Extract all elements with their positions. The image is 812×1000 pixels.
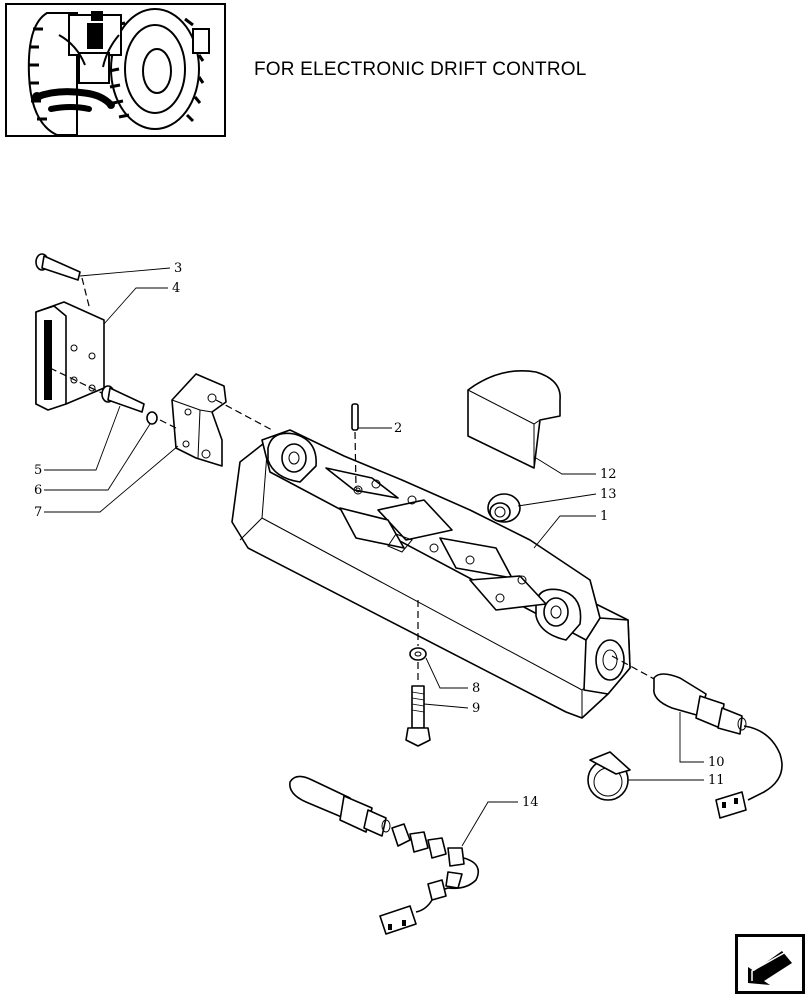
protective-cap (467, 370, 561, 469)
tractor-rear-thumbnail-icon (27, 8, 210, 135)
sensor-harness (289, 775, 480, 935)
callout-8: 8 (472, 681, 480, 696)
callout-6: 6 (34, 483, 42, 498)
callout-10: 10 (708, 755, 725, 770)
lower-washer (409, 600, 427, 661)
adapter-plate (159, 373, 273, 467)
lower-bolt (405, 662, 431, 747)
sensor-housing (231, 429, 631, 719)
callout-4: 4 (172, 281, 180, 296)
callout-5: 5 (34, 463, 42, 478)
callout-11: 11 (708, 773, 725, 788)
grommet (487, 493, 521, 523)
callout-9: 9 (472, 701, 480, 716)
page-title: FOR ELECTRONIC DRIFT CONTROL (254, 59, 587, 80)
mounting-bracket (35, 301, 113, 411)
next-page-arrow-icon (748, 951, 792, 985)
callout-2: 2 (394, 421, 402, 436)
callout-7: 7 (34, 505, 42, 520)
callout-13: 13 (600, 487, 617, 502)
callout-3: 3 (174, 261, 182, 276)
position-sensor (611, 655, 783, 819)
bolt-upper (35, 253, 91, 311)
callout-1: 1 (600, 509, 608, 524)
callout-14: 14 (522, 795, 539, 810)
dowel-pin (351, 403, 359, 489)
callout-12: 12 (600, 467, 617, 482)
washer (146, 411, 158, 425)
leader-lines (44, 267, 704, 847)
hose-clamp (587, 751, 631, 801)
next-page-button[interactable] (735, 934, 805, 994)
bolt-lower (101, 385, 145, 413)
tractor-thumbnail (5, 3, 226, 137)
